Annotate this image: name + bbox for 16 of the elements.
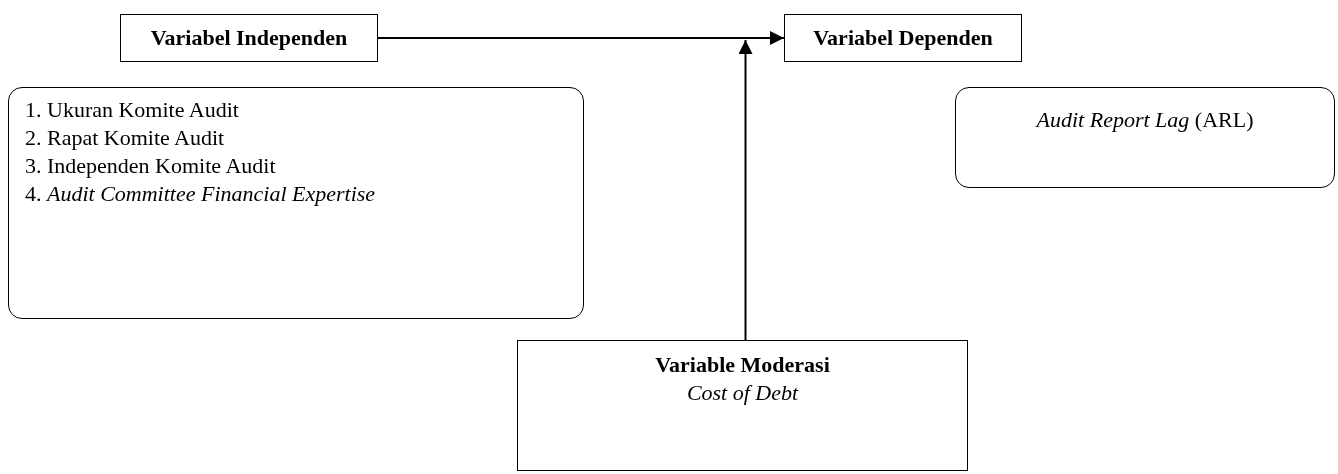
variable-box (955, 87, 1335, 188)
variable-box (784, 14, 1022, 62)
label-text: Cost of Debt (685, 379, 800, 407)
heading: Variable Moderasi (654, 351, 831, 379)
variable-list-box (8, 87, 584, 319)
arrow (738, 39, 753, 341)
label-text: Variabel Independen (149, 24, 349, 52)
list-item: 2. Rapat Komite Audit (25, 124, 226, 152)
label-text: Variabel Dependen (812, 24, 994, 52)
list-item: 4. Audit Committee Financial Expertise (25, 180, 377, 208)
label-text: Audit Report Lag (ARL) (1034, 106, 1255, 134)
list-item: 1. Ukuran Komite Audit (25, 96, 240, 124)
variable-box (120, 14, 378, 62)
list-item: 3. Independen Komite Audit (25, 152, 277, 180)
arrow (377, 31, 785, 45)
moderator-box (517, 340, 968, 471)
